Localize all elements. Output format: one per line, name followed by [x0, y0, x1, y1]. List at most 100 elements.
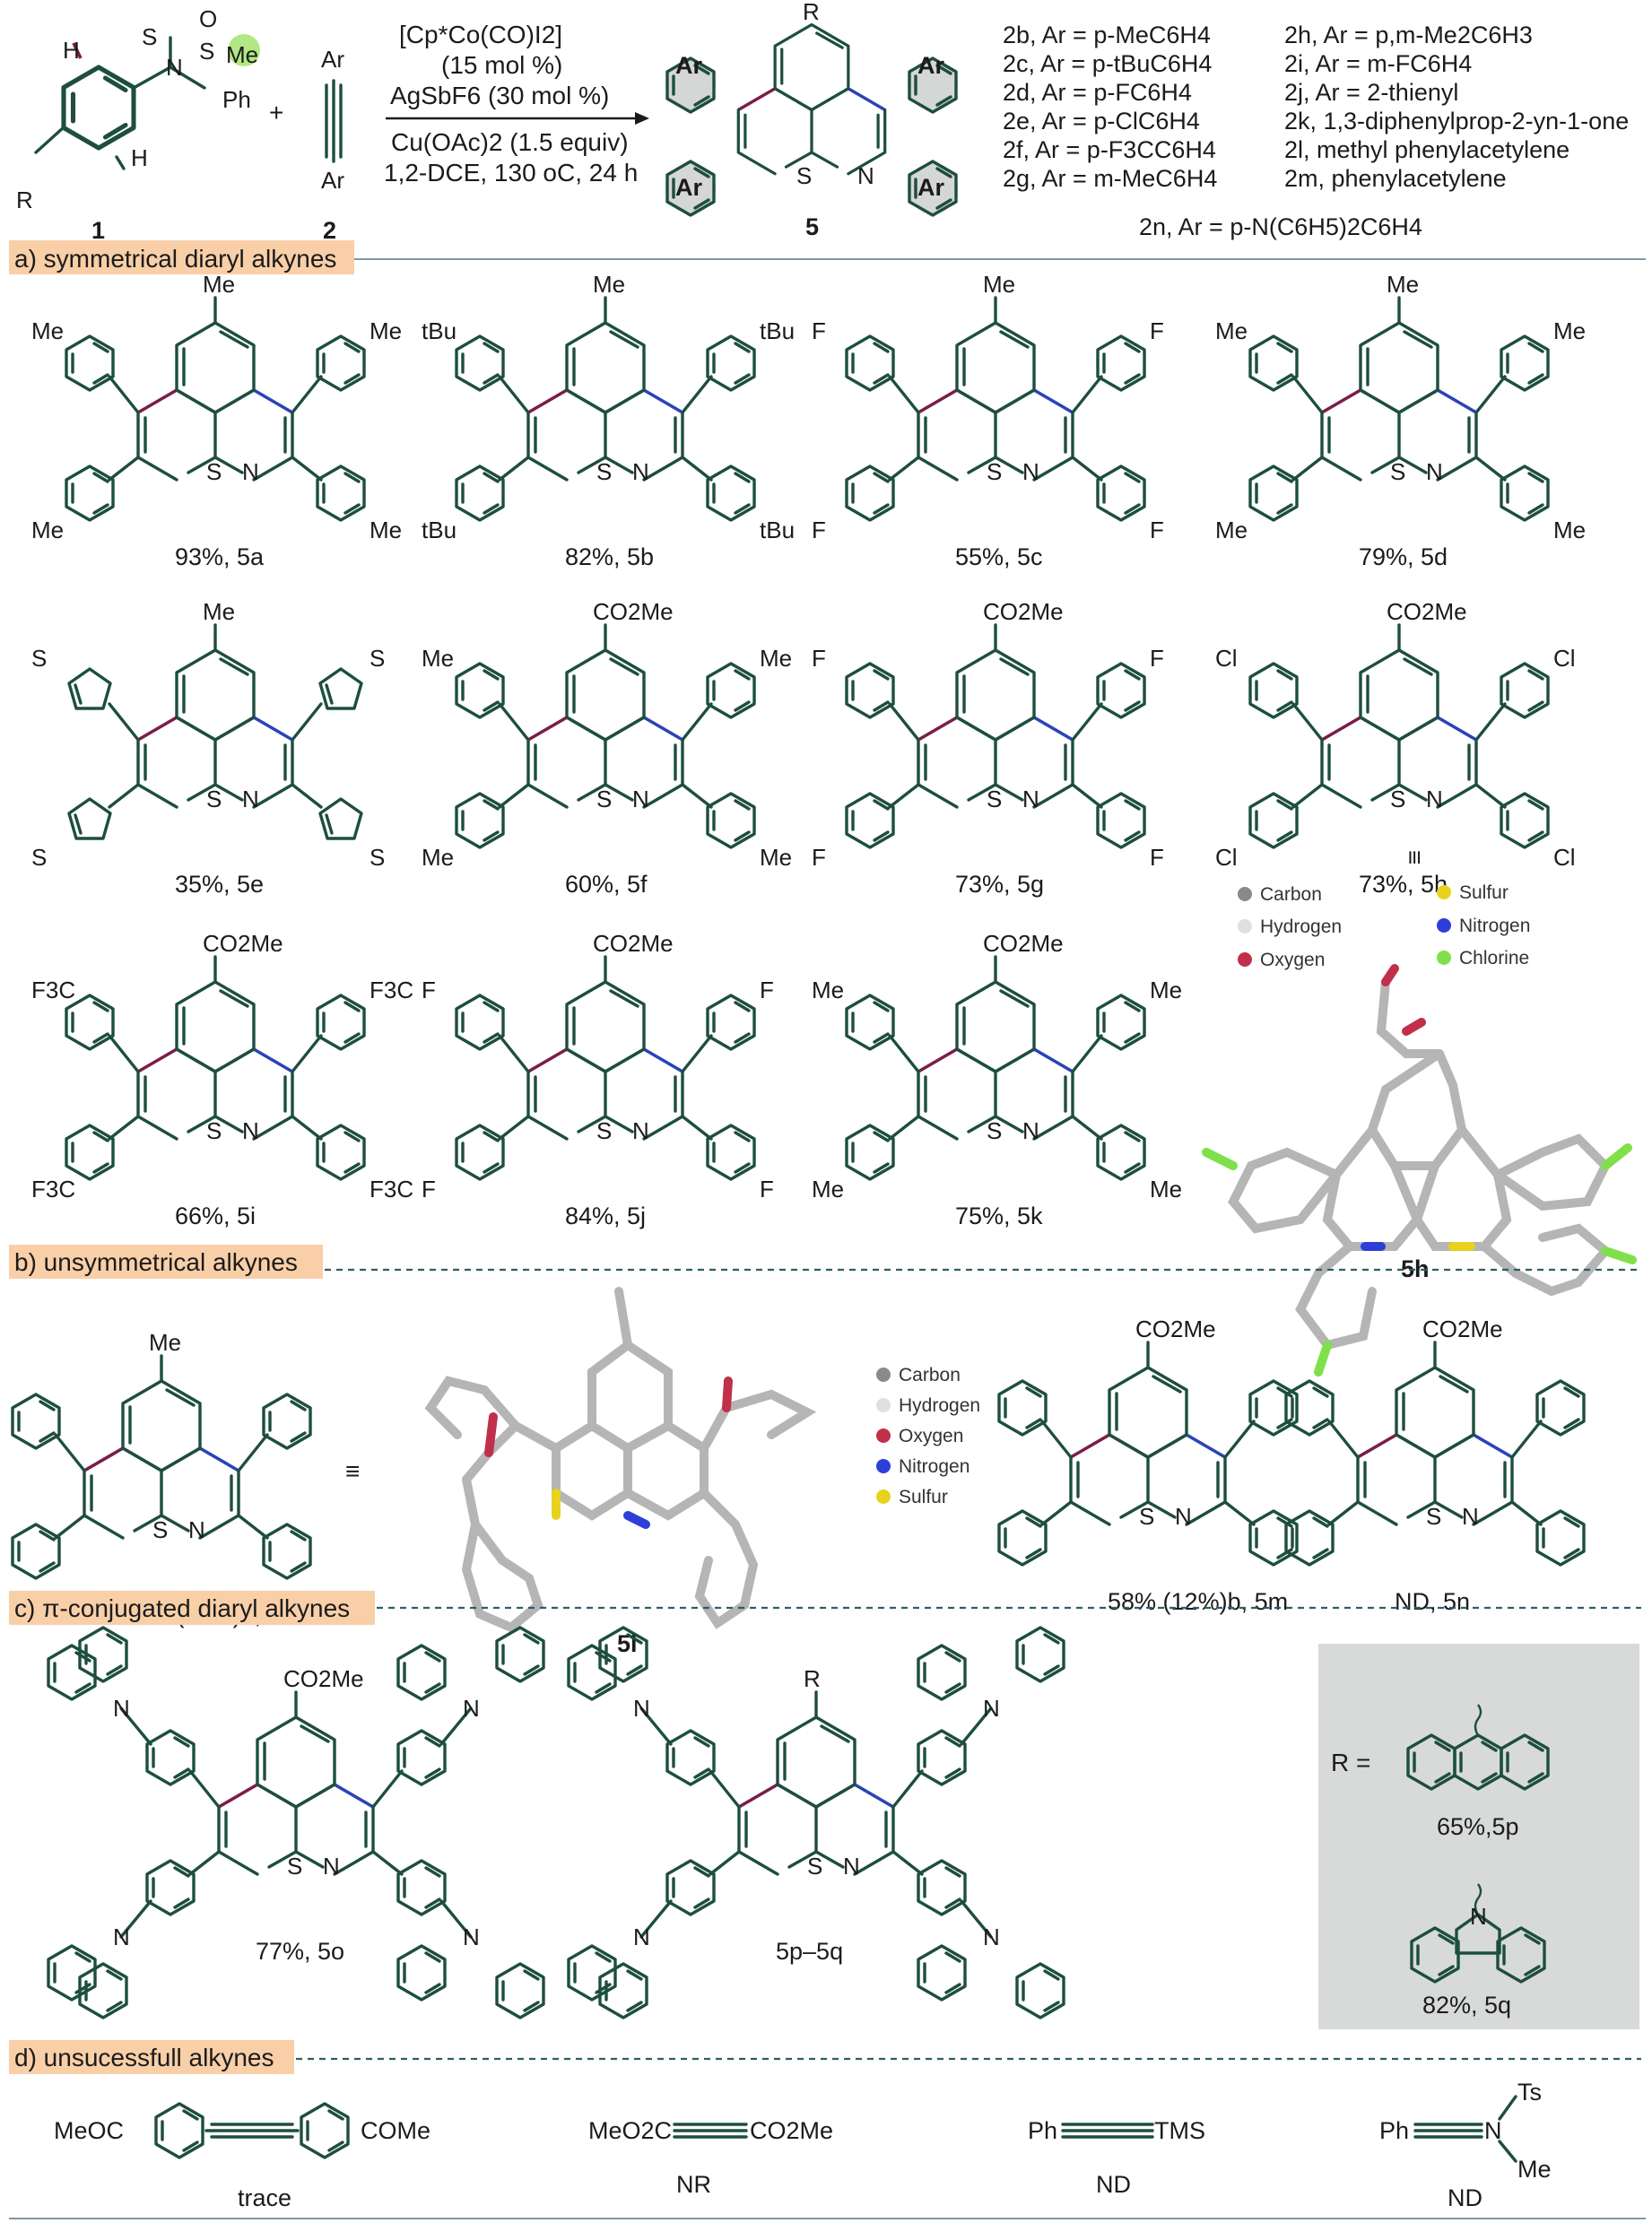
ring-s-atom: S [987, 786, 1002, 812]
substituent-ar-1: S [31, 645, 47, 672]
legend-swatch-sulfur [1437, 885, 1451, 899]
legend-5l-carbon-swatch [876, 1368, 891, 1382]
substituent-r: CO2Me [983, 930, 1064, 957]
substituent-ar-4: S [370, 844, 385, 871]
substituent-r: CO2Me [283, 1665, 364, 1692]
section-a-title: a) symmetrical diaryl alkynes [14, 245, 336, 273]
failed-4-right: N [1484, 2117, 1502, 2144]
reactant-1-label: 1 [91, 217, 105, 244]
legend-swatch-carbon [1238, 887, 1252, 901]
failed-alkyne-3: Ph TMS ND [1028, 2117, 1205, 2198]
yield-5p: 65%,5p [1437, 1813, 1519, 1840]
legend-swatch-chlorine [1437, 951, 1451, 965]
ring-s-atom: S [206, 458, 222, 485]
failed-2-result: NR [676, 2171, 711, 2198]
alkyne-2n: 2n, Ar = p-N(C6H5)2C6H4 [1139, 213, 1422, 240]
failed-4-top: Ts [1517, 2079, 1542, 2106]
substituent-ar-4: Me [370, 517, 402, 543]
yield-5c: 55%, 5c [955, 543, 1043, 570]
alkyne-2h: 2h, Ar = p,m-Me2C6H3 [1284, 22, 1533, 48]
legend-nitrogen: Nitrogen [1459, 916, 1530, 936]
yield-5a: 93%, 5a [175, 543, 265, 570]
legend-5l: Carbon Hydrogen Oxygen Nitrogen Sulfur [876, 1365, 980, 1507]
h-atom-top: H [63, 37, 80, 64]
substituent-ar-4: F3C [370, 1176, 413, 1203]
substituent-ar-2: F [1150, 317, 1164, 344]
yield-5e: 35%, 5e [175, 871, 264, 898]
substituent-r: Me [149, 1329, 181, 1356]
additive-text: AgSbF6 (30 mol %) [390, 82, 609, 109]
r-atom: R [16, 187, 33, 213]
header-scheme: H H R S N S O Me Ph 1 + Ar Ar 2 [Cp*Co(C… [16, 0, 1629, 244]
legend-chlorine: Chlorine [1459, 948, 1529, 968]
ring-n-atom: N [843, 1853, 860, 1880]
section-d-highlight [9, 2040, 294, 2074]
substituent-ar-4: Cl [1553, 844, 1576, 871]
alkyne-2f: 2f, Ar = p-F3CC6H4 [1003, 136, 1216, 163]
substituent-r: Me [593, 271, 625, 298]
legend-5l-oxygen: Oxygen [899, 1426, 963, 1446]
legend-oxygen: Oxygen [1260, 950, 1325, 970]
alkyne-2k: 2k, 1,3-diphenylprop-2-yn-1-one [1284, 108, 1629, 135]
sulfoximine-s-atom: S [199, 38, 214, 65]
anthracenyl-structure [1406, 1704, 1550, 1791]
legend-hydrogen: Hydrogen [1260, 916, 1342, 937]
carbazole-n: N [1470, 1903, 1487, 1930]
carbazolyl-structure: N [1410, 1883, 1546, 1984]
yield-5n: ND, 5n [1395, 1588, 1470, 1615]
substituent-ar-1: Me [422, 645, 454, 672]
substituent-ar-3: F [422, 1176, 436, 1203]
legend-5l-nitrogen-swatch [876, 1459, 891, 1473]
substituent-r: CO2Me [983, 598, 1064, 625]
legend-swatch-hydrogen [1238, 919, 1252, 933]
ring-s-atom: S [206, 1117, 222, 1144]
catalyst-text: [Cp*Co(CO)I2] [399, 21, 562, 48]
failed-1-right: COMe [361, 2117, 430, 2144]
failed-3-left: Ph [1028, 2117, 1057, 2144]
alkyne-2c: 2c, Ar = p-tBuC6H4 [1003, 50, 1212, 77]
legend-5h: Carbon Hydrogen Oxygen Sulfur Nitrogen C… [1238, 882, 1530, 970]
yield-5k: 75%, 5k [955, 1203, 1043, 1229]
ar-top: Ar [321, 46, 344, 73]
substituent-ar-3: F3C [31, 1176, 75, 1203]
triarylamine-n: N [633, 1695, 650, 1722]
product-ar-4: Ar [917, 174, 944, 201]
substituent-r: CO2Me [593, 598, 674, 625]
ring-s-atom: S [287, 1853, 302, 1880]
substituent-ar-2: Cl [1553, 645, 1576, 672]
me-group: Me [226, 41, 258, 68]
legend-5l-carbon: Carbon [899, 1365, 961, 1385]
yield-5d: 79%, 5d [1359, 543, 1448, 570]
product-ar-2: Ar [917, 52, 944, 79]
substituent-r: Me [203, 271, 235, 298]
substituent-r: Me [203, 598, 235, 625]
section-d-title: d) unsucessfull alkynes [14, 2044, 274, 2071]
substituent-ar-2: Me [760, 645, 792, 672]
section-c-header: c) π-conjugated diaryl alkynes [9, 1591, 1641, 1625]
substituent-ar-1: Me [812, 977, 844, 1003]
substituent-ar-4: Me [760, 844, 792, 871]
substituent-ar-1: Me [1215, 317, 1248, 344]
crystal-structure-5l [424, 1287, 817, 1633]
product-5-structure [665, 22, 958, 217]
alkyne-2e: 2e, Ar = p-ClC6H4 [1003, 108, 1200, 135]
ring-s-atom: S [1139, 1503, 1154, 1530]
triarylamine-n: N [463, 1695, 480, 1722]
section-a-highlight [9, 240, 354, 274]
ring-s-atom: S [987, 458, 1002, 485]
failed-4-left: Ph [1379, 2117, 1409, 2144]
ring-n-atom: N [632, 458, 649, 485]
failed-3-right: TMS [1154, 2117, 1205, 2144]
substituent-r: R [804, 1665, 821, 1692]
substituent-ar-3: Me [31, 517, 64, 543]
crystal-5h-drawing [1202, 964, 1637, 1376]
product-s: S [796, 162, 812, 189]
product-label: 5 [805, 213, 819, 240]
reactant-1-structure [34, 34, 260, 170]
